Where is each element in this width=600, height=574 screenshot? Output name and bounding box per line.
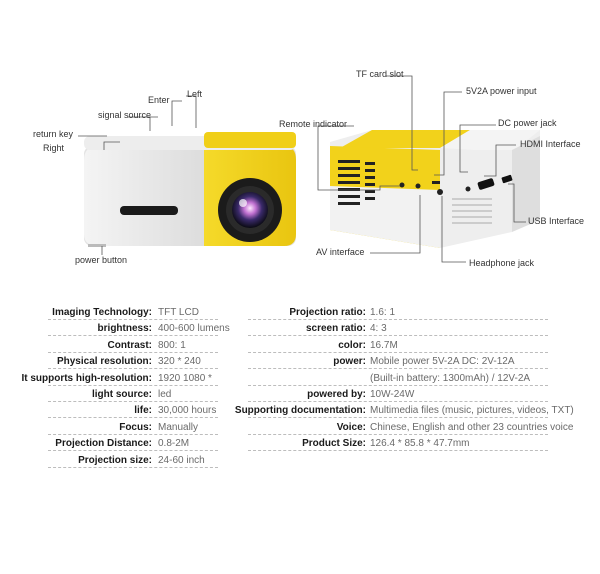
- spec-key: Imaging Technology:: [52, 307, 152, 318]
- spec-key: It supports high-resolution:: [21, 372, 152, 384]
- callout-lines-front: [78, 95, 197, 255]
- spec-value: Mobile power 5V-2A DC: 2V-12A: [370, 356, 515, 368]
- spec-key: power:: [333, 356, 366, 368]
- callout-left: Left: [187, 89, 203, 99]
- spec-key: Contrast:: [107, 339, 152, 351]
- spec-key: Product Size:: [302, 438, 366, 450]
- row-separator: [48, 368, 218, 370]
- projector-illustrations: [78, 75, 540, 263]
- spec-key: Physical resolution:: [56, 356, 152, 368]
- row-separator: [248, 384, 548, 386]
- projector-back-view: [330, 130, 540, 248]
- spec-key: powered by:: [307, 389, 366, 400]
- projector-front-view: [84, 132, 296, 247]
- row-separator: [248, 433, 548, 435]
- vent-slot: [120, 206, 178, 215]
- spec-value: 0.8-2M: [158, 438, 190, 450]
- spec-value: 320 * 240: [158, 356, 201, 368]
- spec-key: light source:: [91, 389, 152, 400]
- row-separator: [48, 335, 218, 337]
- spec-key: Projection size:: [78, 454, 152, 466]
- spec-value: 4: 3: [370, 323, 387, 335]
- callout-lines-back: [317, 75, 526, 263]
- callout-enter: Enter: [148, 95, 170, 105]
- lens: [232, 192, 268, 228]
- callout-hdmi-interface: HDMI Interface: [520, 139, 581, 149]
- spec-value: 1.6: 1: [370, 307, 396, 318]
- spec-key: Supporting documentation:: [234, 405, 366, 417]
- spec-value: 400-600 lumens: [158, 323, 230, 335]
- spec-key: Projection ratio:: [289, 307, 366, 318]
- callout-power-button: power button: [75, 255, 128, 265]
- row-separator: [248, 351, 548, 353]
- row-separator: [48, 417, 218, 419]
- spec-value: Multimedia files (music, pictures, video…: [370, 405, 574, 417]
- spec-key: screen ratio:: [305, 323, 366, 335]
- callout-usb-interface: USB Interface: [528, 216, 585, 226]
- spec-key: Focus:: [119, 421, 152, 433]
- spec-value: 126.4 * 85.8 * 47.7mm: [370, 438, 470, 450]
- row-separator: [48, 401, 218, 402]
- row-separator: [248, 319, 548, 320]
- callout-av-interface: AV interface: [316, 247, 365, 257]
- row-separator: [48, 384, 218, 386]
- row-separator: [48, 319, 218, 320]
- row-separator: [48, 466, 218, 468]
- callout-signal-source: signal source: [98, 110, 152, 120]
- spec-value: 1920 1080 *: [158, 372, 212, 384]
- row-separator: [248, 335, 548, 337]
- callout-power-input: 5V2A power input: [466, 86, 537, 96]
- spec-value: Manually: [158, 421, 199, 433]
- row-separator: [48, 351, 218, 353]
- spec-key: color:: [338, 339, 366, 351]
- row-separator: [248, 450, 548, 452]
- power-button: [88, 244, 106, 247]
- spec-key: Voice:: [336, 421, 366, 433]
- row-separator: [48, 450, 218, 452]
- spec-value: Chinese, English and other 23 countries …: [370, 421, 574, 433]
- row-separator: [248, 401, 548, 402]
- callout-return-key: return key: [33, 129, 74, 139]
- spec-value: 10W-24W: [370, 389, 415, 400]
- spec-value: 30,000 hours: [158, 405, 217, 417]
- spec-key: brightness:: [97, 323, 152, 335]
- spec-value: 16.7M: [370, 339, 398, 351]
- spec-value: led: [158, 389, 172, 400]
- row-separator: [248, 417, 548, 419]
- spec-value: 24-60 inch: [158, 454, 205, 466]
- callout-right: Right: [43, 143, 65, 153]
- callout-headphone-jack: Headphone jack: [469, 258, 535, 268]
- callout-tf-card-slot: TF card slot: [356, 69, 404, 79]
- spec-key: Projection Distance:: [55, 438, 152, 450]
- callout-dc-power-jack: DC power jack: [498, 118, 557, 128]
- row-separator: [48, 433, 218, 435]
- spec-key: life:: [134, 405, 152, 417]
- spec-value: (Built-in battery: 1300mAh) / 12V-2A: [370, 372, 531, 384]
- spec-value: TFT LCD: [158, 307, 199, 318]
- row-separator: [248, 368, 548, 370]
- spec-value: 800: 1: [158, 339, 186, 351]
- callout-remote-indicator: Remote indicator: [279, 119, 348, 129]
